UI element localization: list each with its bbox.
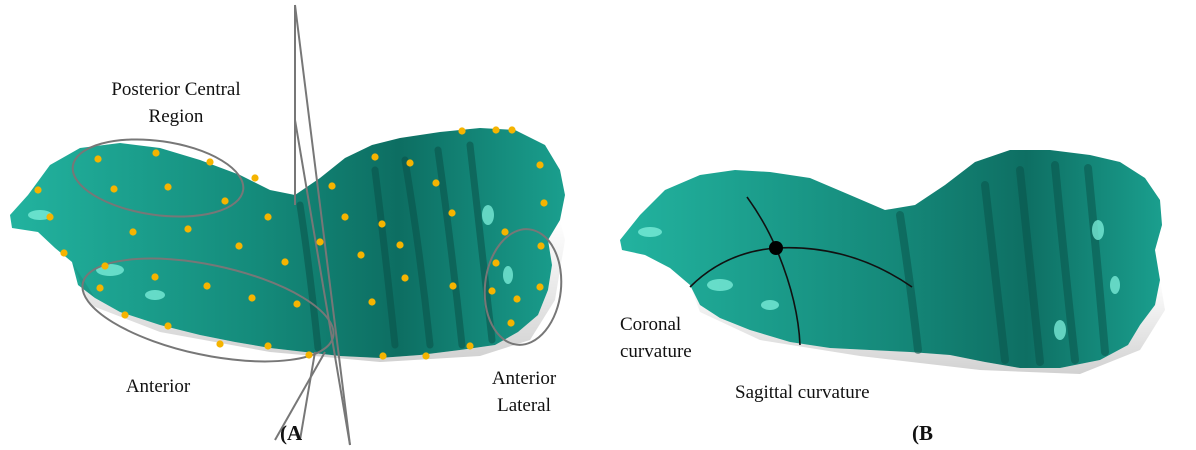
landmark-dot [513, 295, 520, 302]
landmark-dot [34, 186, 41, 193]
panel-b-surface [620, 150, 1162, 368]
landmark-dot [305, 351, 312, 358]
landmark-dot [341, 213, 348, 220]
landmark-dot [264, 213, 271, 220]
landmark-dot [508, 126, 515, 133]
landmark-dot [101, 262, 108, 269]
anterior-lateral-label-line2: Lateral [497, 395, 551, 416]
landmark-dot [94, 155, 101, 162]
sagittal-label: Sagittal curvature [735, 382, 870, 403]
landmark-dot [248, 294, 255, 301]
panel-b-label: (B [912, 421, 933, 445]
landmark-dot [368, 298, 375, 305]
landmark-dot [293, 300, 300, 307]
coronal-label-line2: curvature [620, 341, 692, 362]
landmark-dot [164, 183, 171, 190]
posterior-central-label-line2: Region [149, 106, 204, 127]
landmark-dot [184, 225, 191, 232]
landmark-dot [536, 283, 543, 290]
landmark-dot [422, 352, 429, 359]
coronal-label-line1: Coronal [620, 314, 681, 335]
landmark-dot [110, 185, 117, 192]
landmark-dot [488, 287, 495, 294]
landmark-dot [449, 282, 456, 289]
landmark-dot [129, 228, 136, 235]
panel-b: Coronal curvature Sagittal curvature (B [620, 150, 1165, 445]
landmark-dot [448, 209, 455, 216]
landmark-dot [164, 322, 171, 329]
landmark-dot [492, 126, 499, 133]
landmark-dot [357, 251, 364, 258]
landmark-dot [281, 258, 288, 265]
landmark-dot [316, 238, 323, 245]
landmark-dot [401, 274, 408, 281]
landmark-dot [379, 352, 386, 359]
landmark-dot [152, 149, 159, 156]
landmark-dot [540, 199, 547, 206]
landmark-dot [458, 127, 465, 134]
landmark-dot [221, 197, 228, 204]
landmark-dot [235, 242, 242, 249]
landmark-dot [371, 153, 378, 160]
landmark-dot [203, 282, 210, 289]
landmark-dot [206, 158, 213, 165]
landmark-dot [507, 319, 514, 326]
anterior-label: Anterior [126, 376, 191, 397]
landmark-dot [536, 161, 543, 168]
landmark-dot [251, 174, 258, 181]
landmark-dot [492, 259, 499, 266]
landmark-dot [121, 311, 128, 318]
panel-a-label: (A [280, 421, 303, 445]
landmark-dot [216, 340, 223, 347]
landmark-dot [396, 241, 403, 248]
curvature-intersection-point [769, 241, 783, 255]
panel-a: Posterior Central Region Anterior Anteri… [10, 5, 567, 445]
landmark-dot [537, 242, 544, 249]
landmark-dot [60, 249, 67, 256]
landmark-dot [378, 220, 385, 227]
landmark-dot [501, 228, 508, 235]
landmark-dot [466, 342, 473, 349]
landmark-dot [151, 273, 158, 280]
posterior-central-label-line1: Posterior Central [111, 79, 240, 100]
anterior-lateral-label-line1: Anterior [492, 368, 557, 389]
landmark-dot [46, 213, 53, 220]
landmark-dot [264, 342, 271, 349]
landmark-dot [406, 159, 413, 166]
landmark-dot [96, 284, 103, 291]
landmark-dot [432, 179, 439, 186]
landmark-dot [328, 182, 335, 189]
